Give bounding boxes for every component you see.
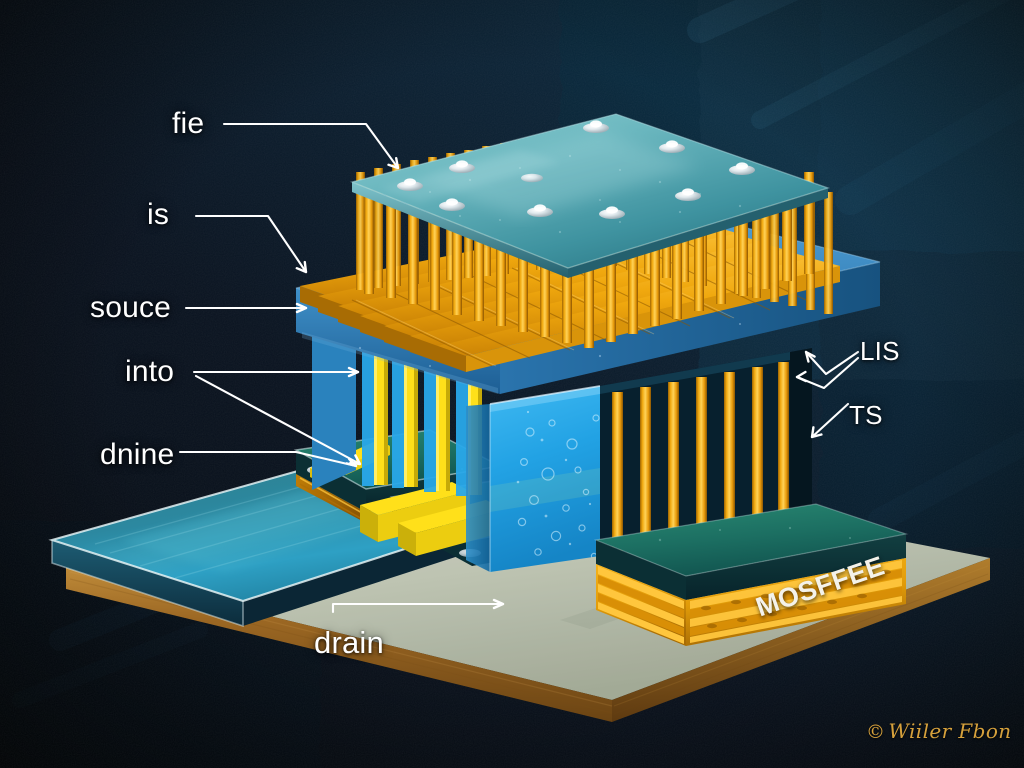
leader-fie	[222, 122, 400, 170]
top-die-plate	[349, 113, 831, 278]
leader-into-b	[194, 374, 362, 466]
leader-is	[194, 214, 308, 274]
label-lis: LIS	[860, 336, 900, 366]
leader-drain	[331, 602, 505, 614]
label-is: is	[147, 198, 170, 231]
leader-dnine	[178, 450, 358, 468]
leader-lines	[178, 122, 860, 614]
leader-ts	[810, 402, 850, 439]
copyright-icon: ©	[866, 721, 886, 743]
label-drain: drain	[314, 625, 384, 660]
bga-bump-grid	[596, 558, 906, 646]
leader-lis-a	[804, 350, 860, 376]
tsv-column	[600, 348, 812, 556]
signature-name: Wiiler Fbon	[888, 719, 1012, 743]
label-fie: fie	[172, 107, 205, 140]
solder-bump-group	[397, 120, 755, 219]
label-ts: TS	[849, 400, 883, 430]
label-into: into	[125, 355, 175, 388]
label-souce: souce	[90, 291, 172, 324]
lower-die-right	[593, 503, 909, 600]
label-dnine: dnine	[100, 438, 175, 471]
artist-signature: ©Wiiler Fbon	[866, 719, 1012, 743]
